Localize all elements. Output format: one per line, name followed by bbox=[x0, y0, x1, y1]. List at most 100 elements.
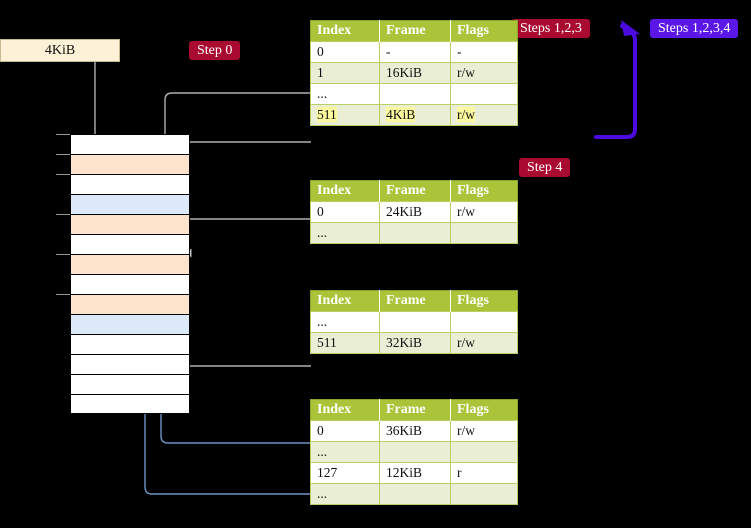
column-header-flags: Flags bbox=[450, 399, 518, 421]
cell-index: 1 bbox=[310, 62, 380, 84]
cell-frame: 36KiB bbox=[379, 420, 451, 442]
table-row[interactable]: 0-- bbox=[310, 41, 518, 63]
column-header-flags: Flags bbox=[450, 290, 518, 312]
cell-frame: 12KiB bbox=[379, 462, 451, 484]
table-row[interactable]: ... bbox=[310, 83, 518, 105]
badge-step-0: Step 0 bbox=[189, 41, 241, 60]
memory-frame-row[interactable] bbox=[70, 394, 190, 414]
badge-step-4-label: Step 4 bbox=[527, 159, 563, 175]
cell-flags: r/w bbox=[450, 201, 518, 223]
badge-step-4: Step 4 bbox=[519, 158, 571, 177]
cell-flags: r/w bbox=[450, 62, 518, 84]
badge-steps-123-label: Steps 1,2,3 bbox=[520, 20, 582, 36]
memory-tick-mark bbox=[56, 174, 70, 175]
size-box-label: 4KiB bbox=[44, 42, 76, 58]
badge-steps-1234-label: Steps 1,2,3,4 bbox=[658, 20, 731, 36]
column-header-flags: Flags bbox=[450, 180, 518, 202]
cell-flags: r/w bbox=[450, 332, 518, 354]
cell-flags bbox=[450, 222, 518, 244]
memory-frame-row[interactable] bbox=[70, 134, 190, 154]
cell-frame: 24KiB bbox=[379, 201, 451, 223]
size-box-4kib: 4KiB bbox=[0, 39, 120, 62]
memory-frame-row[interactable] bbox=[70, 214, 190, 234]
column-header-index: Index bbox=[310, 20, 380, 42]
memory-frame-row[interactable] bbox=[70, 154, 190, 174]
wire-step0-hook bbox=[164, 92, 311, 140]
cell-frame bbox=[379, 441, 451, 463]
cell-index: 511 bbox=[310, 104, 380, 126]
cell-frame: 4KiB bbox=[379, 104, 451, 126]
table-row[interactable]: ... bbox=[310, 311, 518, 333]
memory-frame-row[interactable] bbox=[70, 234, 190, 254]
memory-frame-row[interactable] bbox=[70, 274, 190, 294]
column-header-flags: Flags bbox=[450, 20, 518, 42]
badge-steps-1234: Steps 1,2,3,4 bbox=[650, 19, 739, 38]
badge-steps-123: Steps 1,2,3 bbox=[512, 19, 590, 38]
column-header-frame: Frame bbox=[379, 180, 451, 202]
memory-frame-row[interactable] bbox=[70, 374, 190, 394]
memory-tick-mark bbox=[56, 294, 70, 295]
column-header-index: Index bbox=[310, 180, 380, 202]
column-header-index: Index bbox=[310, 399, 380, 421]
cell-index: ... bbox=[310, 483, 380, 505]
physical-memory-column bbox=[56, 134, 190, 414]
memory-frame-row[interactable] bbox=[70, 174, 190, 194]
wire-pdp-0-to-memory bbox=[184, 218, 311, 253]
cell-index: 0 bbox=[310, 41, 380, 63]
cell-frame bbox=[379, 222, 451, 244]
cell-flags: r/w bbox=[450, 104, 518, 126]
memory-frame-row[interactable] bbox=[70, 254, 190, 274]
column-header-frame: Frame bbox=[379, 399, 451, 421]
cell-flags: r/w bbox=[450, 420, 518, 442]
cell-frame bbox=[379, 483, 451, 505]
wire-steps-bracket bbox=[594, 20, 640, 139]
cell-flags bbox=[450, 83, 518, 105]
badge-step-0-label: Step 0 bbox=[197, 42, 233, 58]
wire-pml4-511-to-memory bbox=[178, 141, 311, 152]
cell-index: ... bbox=[310, 222, 380, 244]
cell-flags bbox=[450, 441, 518, 463]
memory-frame-row[interactable] bbox=[70, 194, 190, 214]
column-header-frame: Frame bbox=[379, 20, 451, 42]
cell-frame: - bbox=[379, 41, 451, 63]
cell-frame bbox=[379, 311, 451, 333]
cell-frame: 32KiB bbox=[379, 332, 451, 354]
wire-pd-511-to-memory bbox=[184, 312, 311, 367]
table-row[interactable]: ... bbox=[310, 441, 518, 463]
cell-flags bbox=[450, 311, 518, 333]
cell-index: 0 bbox=[310, 420, 380, 442]
memory-frame-row[interactable] bbox=[70, 354, 190, 374]
cell-index: 511 bbox=[310, 332, 380, 354]
memory-tick-mark bbox=[56, 254, 70, 255]
cell-index: 127 bbox=[310, 462, 380, 484]
cell-index: ... bbox=[310, 441, 380, 463]
memory-tick-mark bbox=[56, 214, 70, 215]
memory-tick-mark bbox=[56, 134, 70, 135]
cell-index: ... bbox=[310, 311, 380, 333]
cell-index: ... bbox=[310, 83, 380, 105]
cell-flags: - bbox=[450, 41, 518, 63]
table-row[interactable]: ... bbox=[310, 483, 518, 505]
memory-frame-row[interactable] bbox=[70, 334, 190, 354]
cell-frame: 16KiB bbox=[379, 62, 451, 84]
table-row[interactable]: ... bbox=[310, 222, 518, 244]
memory-frame-row[interactable] bbox=[70, 314, 190, 334]
memory-frame-row[interactable] bbox=[70, 294, 190, 314]
